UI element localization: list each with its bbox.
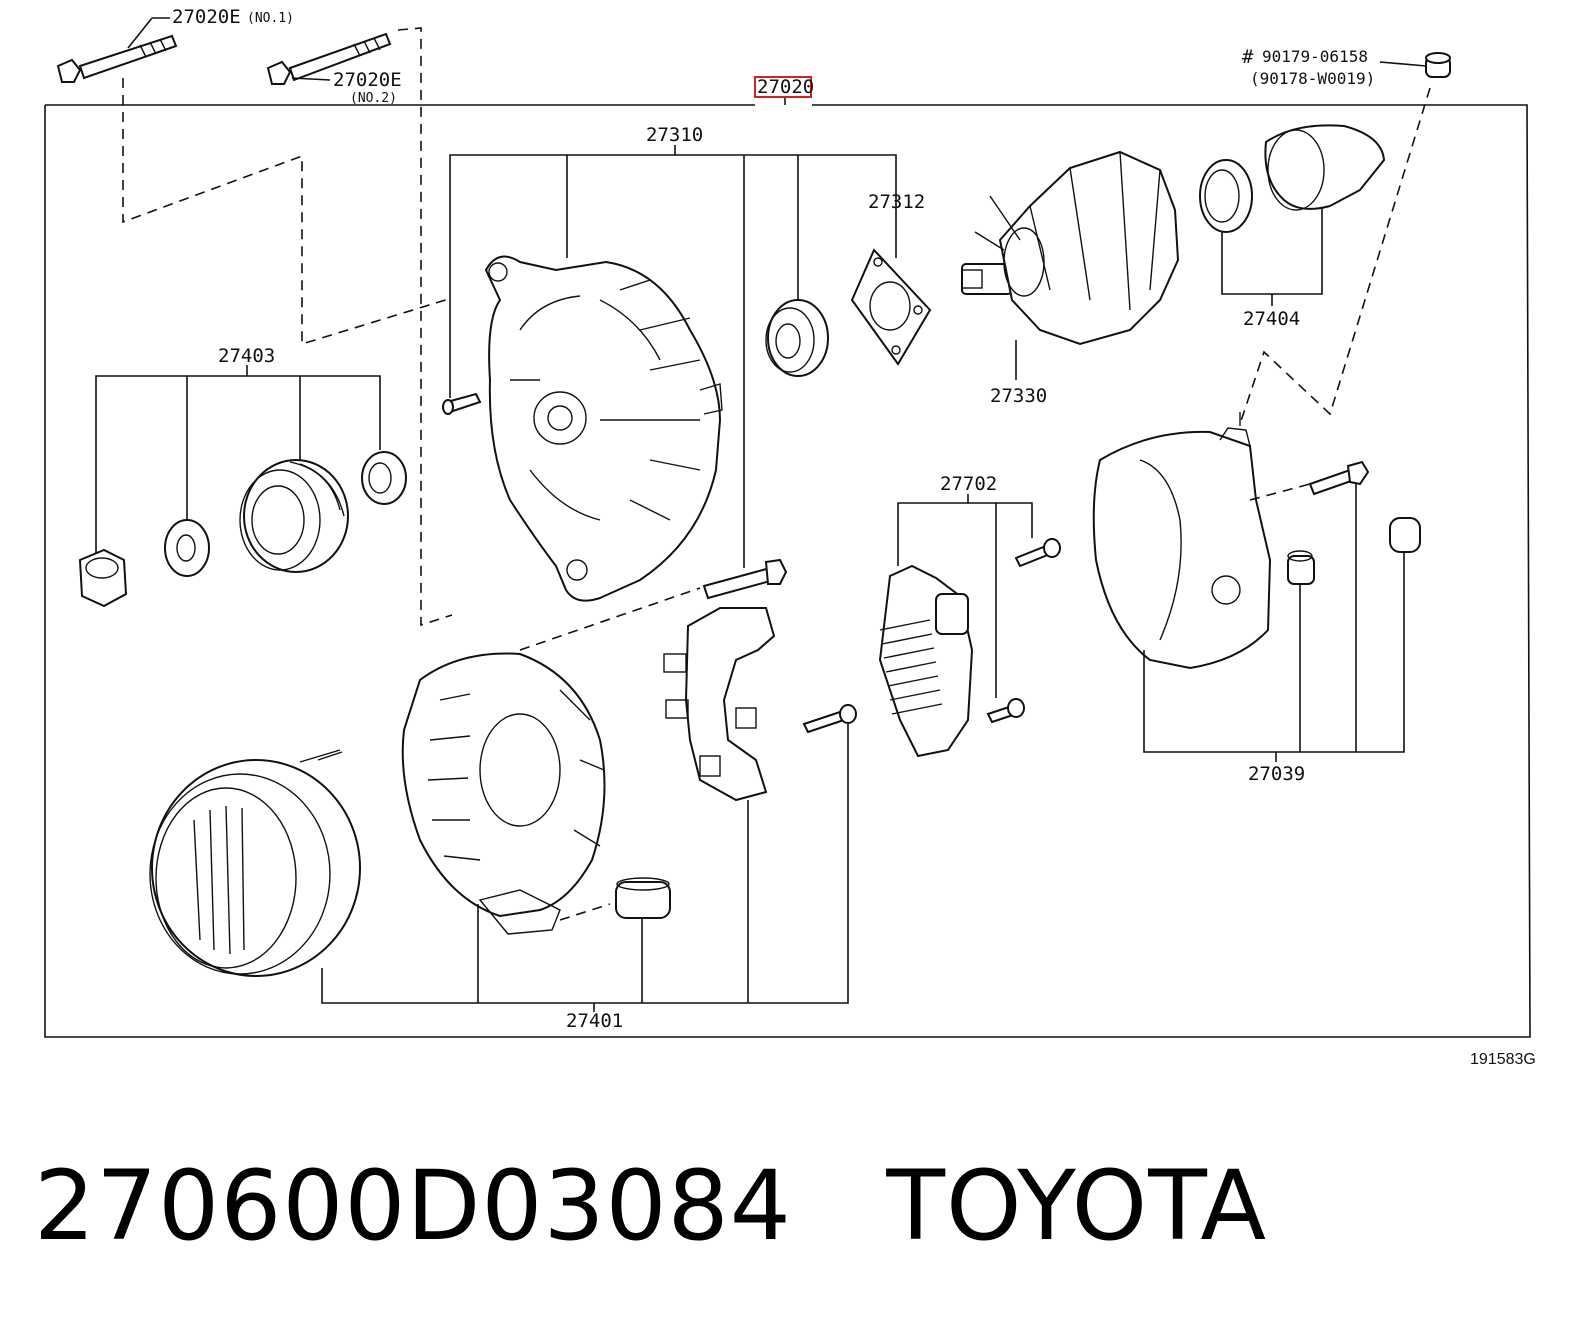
label-rectifier-end-frame[interactable]: 27401 (566, 1010, 623, 1032)
label-pulley-set[interactable]: 27403 (218, 345, 275, 367)
rotor-icon (961, 150, 1180, 346)
stator-icon (149, 749, 361, 977)
regulator-screw-upper-icon (1014, 538, 1061, 568)
exploded-parts-diagram: 27020E (NO.1) 27020E (NO.2) 27020 # 9017… (44, 6, 1536, 1068)
label-main-assembly[interactable]: 27020 (757, 76, 814, 98)
label-rear-bearing[interactable]: 27404 (1243, 308, 1300, 330)
regulator-icon (878, 564, 974, 758)
label-bolt-no2-note: (NO.2) (350, 91, 397, 106)
label-drive-end-frame[interactable]: 27310 (646, 124, 703, 146)
brush-holder-icon (663, 607, 776, 802)
end-cover-bushing-icon (1287, 550, 1315, 585)
regulator-screw-lower-icon (986, 698, 1025, 724)
end-cover-bolt-icon (1308, 460, 1370, 496)
drawing-reference: 191583G (1470, 1051, 1536, 1068)
label-nut-prefix: # (1242, 46, 1254, 68)
label-rotor[interactable]: 27330 (990, 385, 1047, 407)
rectifier-screw-icon (802, 704, 857, 734)
bolt-no2-icon (266, 32, 392, 85)
assembly-frame (44, 104, 1531, 1038)
label-nut-part-alt[interactable]: (90178-W0019) (1250, 69, 1375, 88)
label-bolt-no1-note: (NO.1) (247, 11, 294, 26)
rear-bearing-icon (1199, 159, 1253, 233)
screw-icon (442, 392, 482, 415)
label-retainer[interactable]: 27312 (868, 191, 925, 213)
drive-end-frame-icon (484, 255, 723, 602)
rectifier-insulator-icon (615, 877, 671, 919)
through-bolt-icon (702, 558, 788, 600)
main-assembly-highlight (754, 76, 812, 98)
washer-icon (164, 519, 210, 577)
terminal-insulator-icon (1389, 517, 1421, 553)
spacer-ring-icon (361, 451, 407, 505)
label-bolt-no2[interactable]: 27020E (333, 69, 402, 91)
label-end-cover[interactable]: 27039 (1248, 763, 1305, 785)
end-cover-icon (1092, 412, 1272, 670)
label-bolt-no1[interactable]: 27020E (172, 6, 241, 28)
pulley-icon (239, 459, 349, 573)
rectifier-end-frame-icon (401, 652, 606, 935)
front-bearing-icon (765, 299, 829, 377)
pulley-nut-icon (78, 548, 128, 608)
bolt-no1-icon (56, 34, 178, 83)
label-regulator[interactable]: 27702 (940, 473, 997, 495)
label-nut-part[interactable]: 90179-06158 (1262, 47, 1368, 66)
bearing-cover-icon (1264, 124, 1386, 211)
part-number-caption: 270600D03084 TOYOTA (34, 1150, 1268, 1262)
retainer-plate-icon (850, 248, 932, 366)
nut-90179-icon (1425, 52, 1451, 78)
